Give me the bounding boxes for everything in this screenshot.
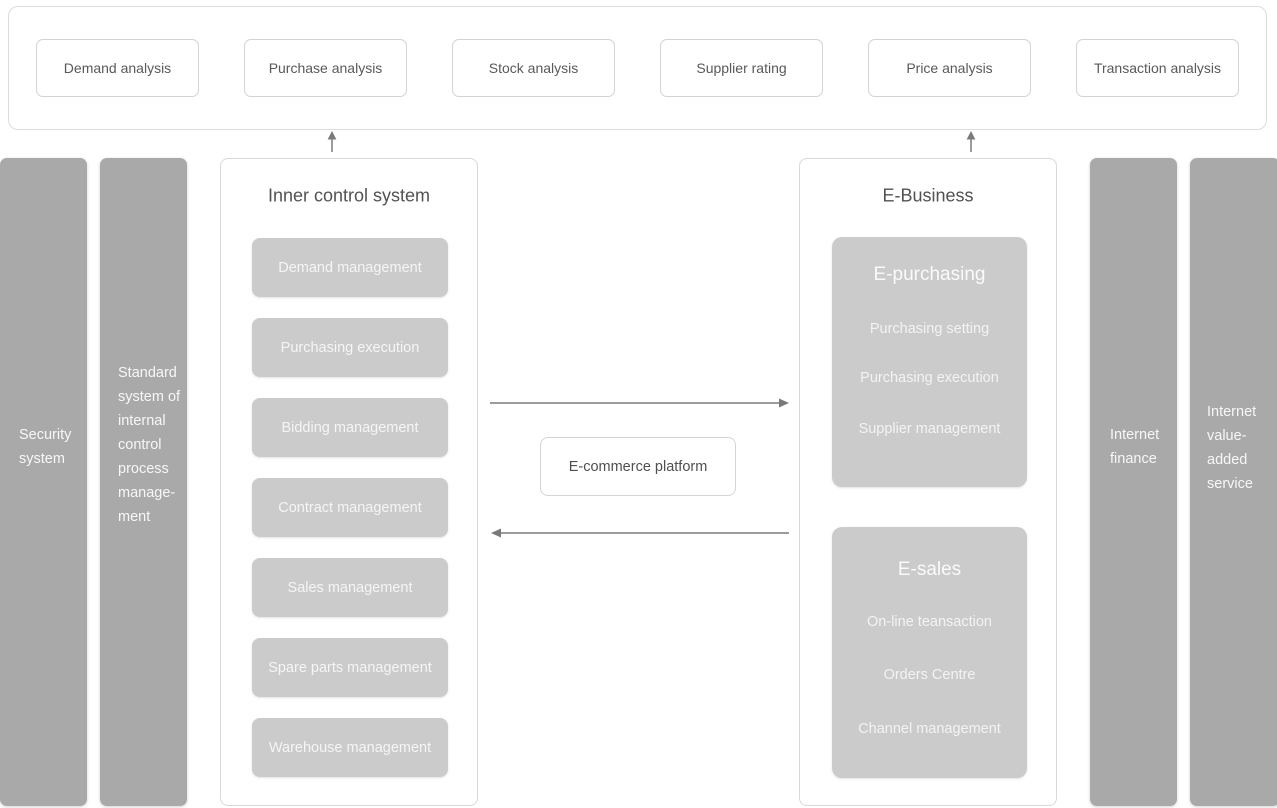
analysis-box-price: Price analysis [868, 39, 1031, 97]
analysis-box-stock: Stock analysis [452, 39, 615, 97]
left-arrow-icon [491, 528, 789, 538]
group-e-sales: E-sales On-line teansaction Orders Centr… [832, 527, 1027, 778]
analysis-box-label: Price analysis [906, 60, 993, 76]
section-title: E-Business [882, 185, 974, 206]
analysis-box-purchase: Purchase analysis [244, 39, 407, 97]
up-arrow-icon [966, 131, 976, 152]
analysis-box-supplier-rating: Supplier rating [660, 39, 823, 97]
platform-label: E-commerce platform [568, 458, 708, 475]
inner-control-item: Spare parts management [252, 638, 448, 697]
e-purchasing-item: Supplier management [858, 421, 1001, 437]
analysis-bar: Demand analysis Purchase analysis Stock … [8, 6, 1267, 130]
analysis-box-transaction: Transaction analysis [1076, 39, 1239, 97]
inner-control-item: Purchasing execution [252, 318, 448, 377]
e-sales-item: Channel management [858, 721, 1001, 737]
analysis-box-demand: Demand analysis [36, 39, 199, 97]
analysis-box-label: Purchase analysis [268, 60, 383, 76]
inner-control-item: Contract management [252, 478, 448, 537]
e-purchasing-item: Purchasing setting [869, 321, 990, 337]
analysis-box-label: Stock analysis [488, 60, 579, 76]
e-sales-item: Orders Centre [883, 667, 976, 683]
rail-standard-system: Standard system of internal control proc… [100, 158, 187, 806]
section-e-business: E-Business E-purchasing Purchasing setti… [799, 158, 1057, 806]
rail-label: Security system [19, 427, 72, 467]
rail-security-system: Security system [0, 158, 87, 806]
analysis-box-label: Demand analysis [63, 60, 172, 76]
inner-control-item: Sales management [252, 558, 448, 617]
rail-label: Standard system of internal control proc… [118, 365, 181, 525]
right-arrow-icon [490, 398, 789, 408]
rail-internet-finance: Internet finance [1090, 158, 1177, 806]
inner-control-item: Warehouse management [252, 718, 448, 777]
rail-label: Internet value- added service [1207, 404, 1257, 492]
section-title: Inner control system [267, 185, 431, 206]
group-title: E-purchasing [873, 264, 986, 285]
rail-label: Internet finance [1110, 427, 1160, 467]
e-sales-item: On-line teansaction [867, 614, 992, 630]
section-inner-control-system: Inner control system Demand management P… [220, 158, 478, 806]
group-title: E-sales [897, 559, 962, 580]
up-arrow-icon [327, 131, 337, 152]
e-purchasing-item: Purchasing execution [860, 370, 999, 386]
analysis-box-label: Transaction analysis [1093, 60, 1222, 76]
group-e-purchasing: E-purchasing Purchasing setting Purchasi… [832, 237, 1027, 487]
inner-control-item: Demand management [252, 238, 448, 297]
inner-control-item: Bidding management [252, 398, 448, 457]
rail-internet-value-added-service: Internet value- added service [1190, 158, 1277, 806]
e-commerce-platform-box: E-commerce platform [540, 437, 736, 496]
analysis-box-label: Supplier rating [696, 60, 787, 76]
